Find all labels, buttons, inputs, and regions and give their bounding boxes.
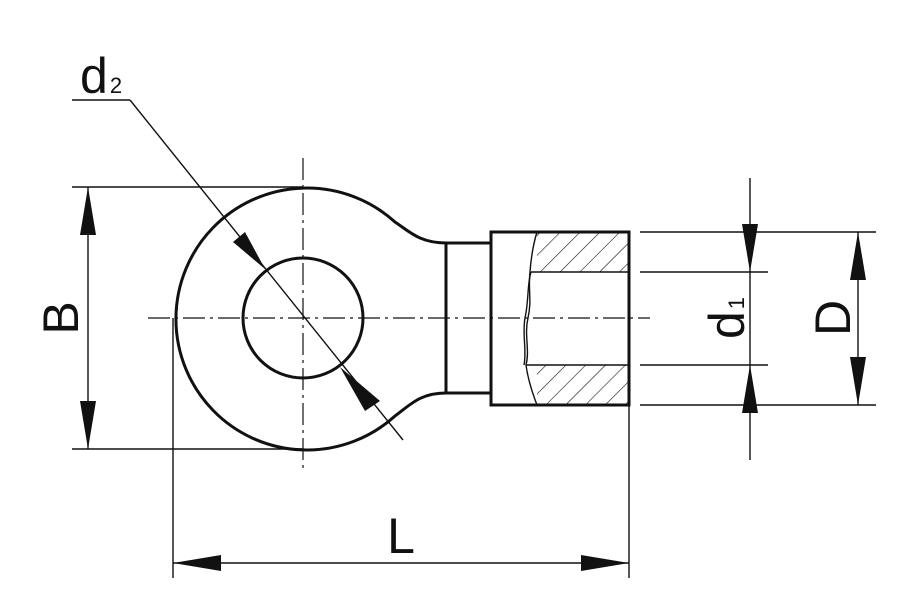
hatch-area-bottom bbox=[537, 365, 629, 405]
arrow-d2-upper bbox=[233, 232, 265, 269]
arrow-b-top bbox=[80, 187, 96, 235]
label-d1-sub: 1 bbox=[724, 297, 749, 309]
label-d2-main: d bbox=[80, 48, 108, 104]
arrow-l-right bbox=[581, 555, 629, 571]
label-d: D bbox=[805, 300, 861, 336]
label-d2-sub: 2 bbox=[110, 73, 122, 98]
hatch-area-top bbox=[537, 232, 629, 272]
arrow-d1-top bbox=[742, 224, 758, 272]
label-d2: d2 bbox=[80, 48, 122, 104]
arrow-d-top bbox=[850, 232, 866, 280]
ring-outline bbox=[174, 186, 447, 452]
arrow-d1-bottom bbox=[742, 365, 758, 413]
arrow-b-bottom bbox=[80, 401, 96, 449]
label-b: B bbox=[33, 301, 89, 334]
arrow-d-bottom bbox=[850, 357, 866, 405]
arrow-d2-lower bbox=[340, 367, 380, 411]
label-l: L bbox=[387, 508, 415, 564]
label-d1-main: d bbox=[699, 311, 755, 339]
arrow-l-left bbox=[173, 555, 221, 571]
label-d1: d1 bbox=[699, 297, 755, 339]
